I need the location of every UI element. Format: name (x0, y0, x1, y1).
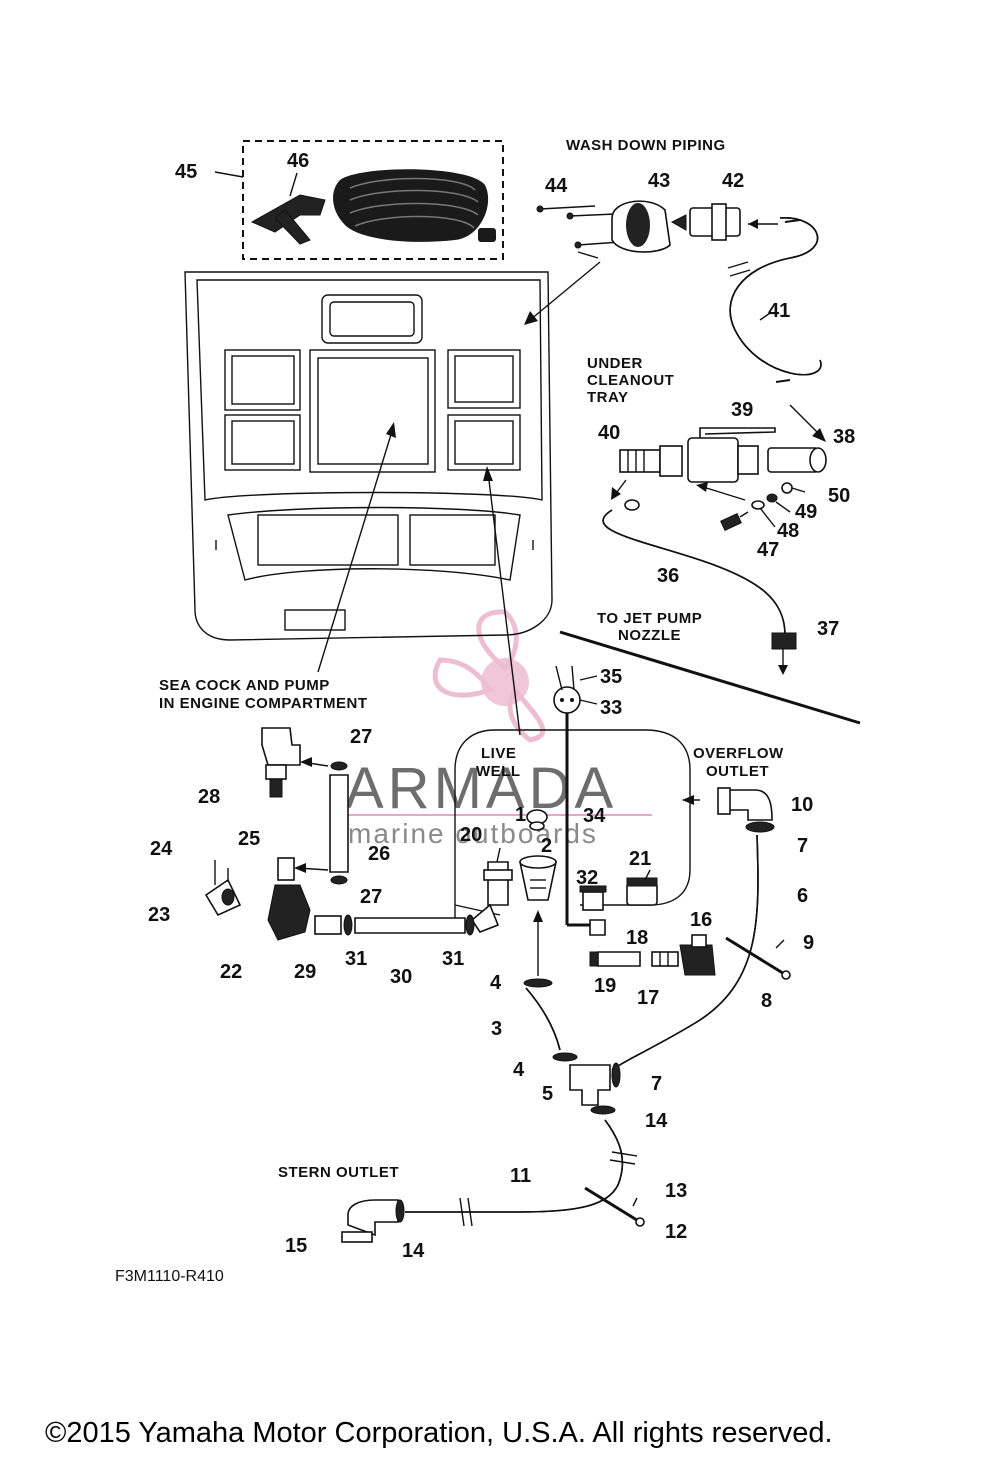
callout-21: 21 (629, 848, 651, 870)
callout-30: 30 (390, 966, 412, 988)
callout-6: 6 (797, 885, 808, 907)
callout-25: 25 (238, 828, 260, 850)
caption-under-cleanout-3: TRAY (587, 389, 628, 406)
callout-4b: 4 (513, 1059, 525, 1081)
caption-sea-cock-2: IN ENGINE COMPARTMENT (159, 695, 368, 712)
caption-under-cleanout-1: UNDER (587, 355, 643, 372)
callout-48: 48 (777, 520, 799, 542)
callout-35: 35 (600, 666, 622, 688)
callout-2: 2 (541, 835, 552, 857)
caption-to-jet-pump-2: NOZZLE (618, 627, 681, 644)
callout-27b: 27 (360, 886, 382, 908)
callout-24: 24 (150, 838, 173, 860)
washdown-kit-box (242, 140, 504, 260)
caption-wash-down-piping: WASH DOWN PIPING (566, 137, 726, 154)
caption-overflow-1: OVERFLOW (693, 745, 784, 762)
callout-20: 20 (460, 824, 482, 846)
callout-43: 43 (648, 170, 670, 192)
callout-18: 18 (626, 927, 648, 949)
callout-50: 50 (828, 485, 850, 507)
callout-8: 8 (761, 990, 772, 1012)
watermark-tagline: marine outboards (348, 818, 598, 849)
caption-under-cleanout-2: CLEANOUT (587, 372, 674, 389)
callout-17: 17 (637, 987, 659, 1009)
callout-7a: 7 (797, 835, 808, 857)
callout-33: 33 (600, 697, 622, 719)
callout-14a: 14 (645, 1110, 668, 1132)
callout-36: 36 (657, 565, 679, 587)
callout-34: 34 (583, 805, 606, 827)
cleanout-parts (602, 427, 827, 675)
callout-10: 10 (791, 794, 813, 816)
callout-49: 49 (795, 501, 817, 523)
callout-26: 26 (368, 843, 390, 865)
callout-19: 19 (594, 975, 616, 997)
spray-nozzle-icon (250, 194, 326, 245)
boat-deck (184, 271, 553, 641)
callout-3: 3 (491, 1018, 502, 1040)
callout-32: 32 (576, 867, 598, 889)
washdown-parts (536, 200, 822, 383)
callout-7b: 7 (651, 1073, 662, 1095)
callout-45: 45 (175, 161, 197, 183)
caption-sea-cock-1: SEA COCK AND PUMP (159, 677, 330, 694)
caption-to-jet-pump-1: TO JET PUMP (597, 610, 702, 627)
callout-39: 39 (731, 399, 753, 421)
callout-31b: 31 (442, 948, 464, 970)
callout-15: 15 (285, 1235, 307, 1257)
callout-14b: 14 (402, 1240, 425, 1262)
callout-38: 38 (833, 426, 855, 448)
callout-22: 22 (220, 961, 242, 983)
caption-stern-outlet: STERN OUTLET (278, 1164, 399, 1181)
callout-42: 42 (722, 170, 744, 192)
diagram-code: F3M1110-R410 (115, 1268, 224, 1285)
callout-4a: 4 (490, 972, 502, 994)
callout-9: 9 (803, 932, 814, 954)
callout-47: 47 (757, 539, 779, 561)
copyright: ©2015 Yamaha Motor Corporation, U.S.A. A… (45, 1417, 833, 1449)
armada-logo (432, 609, 546, 743)
callout-1: 1 (515, 804, 526, 826)
caption-overflow-2: OUTLET (706, 763, 769, 780)
callout-12: 12 (665, 1221, 687, 1243)
callout-13: 13 (665, 1180, 687, 1202)
callout-46: 46 (287, 150, 309, 172)
live-well-outline (454, 729, 691, 925)
caption-live-well-1: LIVE (481, 745, 516, 762)
callout-29: 29 (294, 961, 316, 983)
callout-31a: 31 (345, 948, 367, 970)
caption-live-well-2: WELL (476, 763, 521, 780)
callout-44: 44 (545, 175, 568, 197)
callout-5: 5 (542, 1083, 553, 1105)
callout-11: 11 (510, 1165, 531, 1187)
callout-37: 37 (817, 618, 839, 640)
callout-27a: 27 (350, 726, 372, 748)
callout-40: 40 (598, 422, 620, 444)
callout-23: 23 (148, 904, 170, 926)
callout-16: 16 (690, 909, 712, 931)
callout-28: 28 (198, 786, 220, 808)
coiled-hose-icon (333, 169, 496, 242)
callout-41: 41 (768, 300, 790, 322)
